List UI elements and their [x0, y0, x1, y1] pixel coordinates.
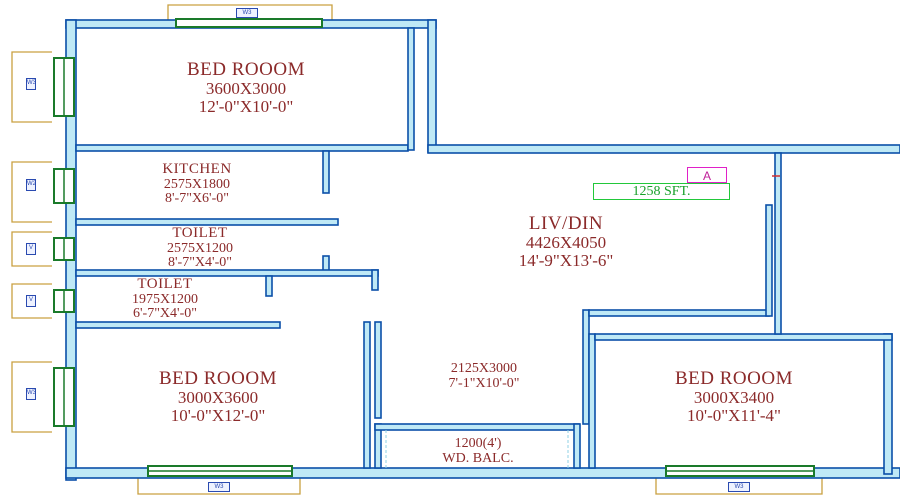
window-tag-kitchen: W2 — [26, 179, 36, 191]
room-balcony-metric: 1200(4') — [454, 436, 502, 451]
room-liv-din-imperial: 14'-9"X13'-6" — [518, 250, 614, 270]
area-value: 1258 SFT. — [593, 183, 730, 200]
room-toilet1-metric: 2575X1200 — [166, 240, 234, 256]
room-bed3: BED ROOOM 3000X3400 10'-0"X11'-4" — [675, 369, 793, 425]
window-tag-top: W3 — [236, 8, 258, 18]
room-toilet2-metric: 1975X1200 — [131, 291, 199, 307]
room-bed1-name: BED ROOOM — [187, 59, 305, 80]
room-bed2: BED ROOOM 3000X3600 10'-0"X12'-0" — [159, 369, 277, 425]
room-passage-imperial: 7'-1"X10'-0" — [448, 375, 520, 391]
room-passage-metric: 2125X3000 — [450, 361, 518, 376]
window-tag-toilet1: V — [26, 243, 36, 255]
window-tag-bed2: W3 — [26, 388, 36, 400]
room-bed3-imperial: 10'-0"X11'-4" — [687, 405, 781, 425]
room-bed1: BED ROOOM 3600X3000 12'-0"X10'-0" — [187, 60, 305, 116]
room-liv-din-metric: 4426X4050 — [525, 232, 607, 252]
window-frames — [11, 4, 823, 495]
room-kitchen-imperial: 8'-7"X6'-0" — [165, 191, 229, 207]
room-bed1-imperial: 12'-0"X10'-0" — [198, 96, 294, 116]
room-toilet1: TOILET 2575X1200 8'-7"X4'-0" — [166, 225, 234, 271]
room-bed2-name: BED ROOOM — [159, 368, 277, 389]
window-tag-bottom-left: W3 — [208, 482, 230, 492]
room-toilet1-name: TOILET — [172, 225, 228, 241]
room-toilet1-imperial: 8'-7"X4'-0" — [168, 255, 232, 271]
window-tag-toilet2: V — [26, 295, 36, 307]
interior-walls — [75, 27, 893, 469]
room-passage: 2125X3000 7'-1"X10'-0" — [448, 361, 520, 391]
window-tag-bed1: W3 — [26, 78, 36, 90]
window-tag-bottom-right: W3 — [728, 482, 750, 492]
room-balcony: 1200(4') WD. BALC. — [442, 436, 514, 466]
windows — [53, 18, 815, 477]
area-tag: A — [687, 167, 727, 183]
room-toilet2-name: TOILET — [137, 276, 193, 292]
room-toilet2: TOILET 1975X1200 6'-7"X4'-0" — [131, 276, 199, 322]
room-bed2-metric: 3000X3600 — [177, 387, 259, 407]
room-liv-din: LIV/DIN 4426X4050 14'-9"X13'-6" — [519, 214, 614, 270]
room-bed3-name: BED ROOOM — [675, 368, 793, 389]
room-toilet2-imperial: 6'-7"X4'-0" — [133, 306, 197, 322]
window-top — [175, 18, 323, 28]
room-balcony-name: WD. BALC. — [442, 450, 514, 466]
room-bed1-metric: 3600X3000 — [205, 78, 287, 98]
room-liv-din-name: LIV/DIN — [528, 213, 604, 234]
room-kitchen-name: KITCHEN — [162, 161, 232, 177]
room-kitchen-metric: 2575X1800 — [163, 176, 231, 192]
room-bed2-imperial: 10'-0"X12'-0" — [170, 405, 266, 425]
room-bed3-metric: 3000X3400 — [693, 387, 775, 407]
room-kitchen: KITCHEN 2575X1800 8'-7"X6'-0" — [162, 161, 232, 207]
